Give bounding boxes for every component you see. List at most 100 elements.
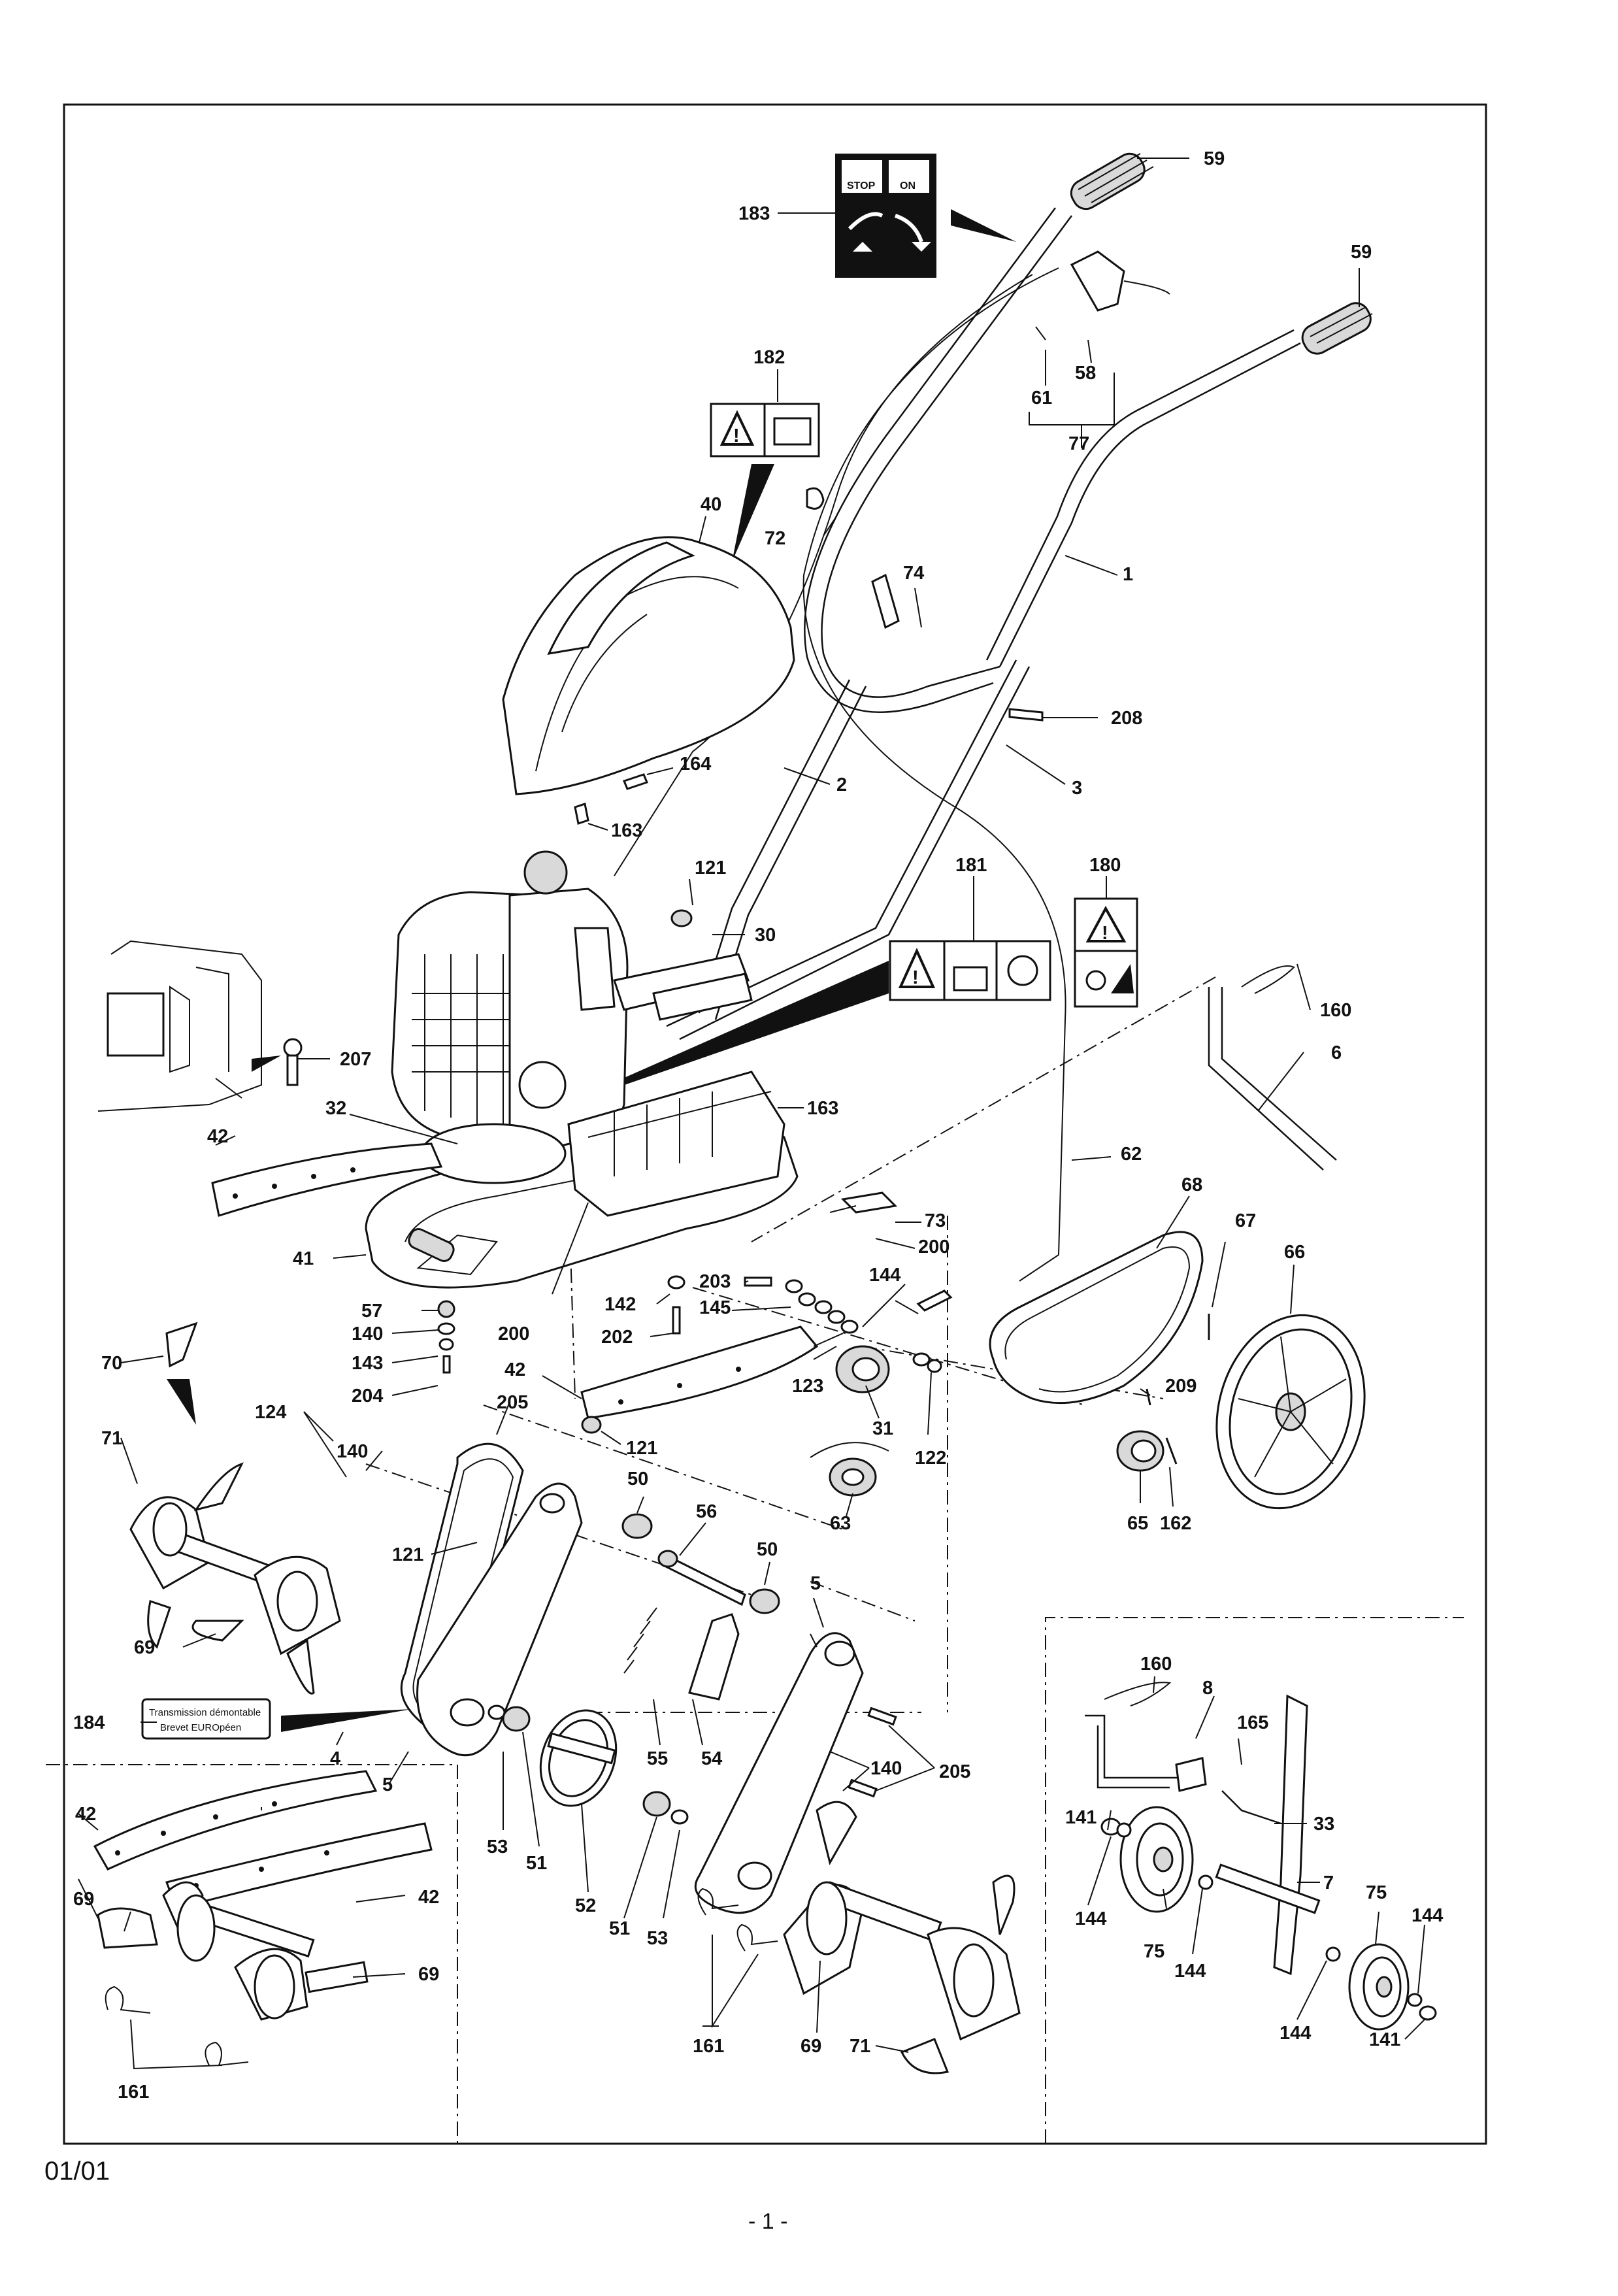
clip-160a <box>1241 965 1295 994</box>
callout-69: 69 <box>73 1889 94 1910</box>
callout-40: 40 <box>701 494 721 515</box>
tine-71-right <box>900 1874 1021 2074</box>
throttle-lever <box>1035 250 1170 341</box>
handle-tube-right-inner <box>985 329 1295 661</box>
callout-142: 142 <box>604 1294 636 1315</box>
shaft-56 <box>657 1550 746 1606</box>
callout-73: 73 <box>925 1210 946 1231</box>
callout-50: 50 <box>627 1469 648 1489</box>
callout-124: 124 <box>255 1402 286 1423</box>
inset-right-wheels <box>1085 1682 1437 2031</box>
callout-69: 69 <box>801 2036 821 2057</box>
callout-74: 74 <box>903 563 924 584</box>
engine-shaft <box>518 1061 567 1109</box>
tine-69-right <box>783 1801 942 1995</box>
callout-53: 53 <box>647 1928 668 1949</box>
belt-68 <box>989 1231 1204 1405</box>
decal-180: ! <box>1074 897 1138 1008</box>
callout-123: 123 <box>792 1376 823 1397</box>
callout-121: 121 <box>626 1438 657 1459</box>
callout-121: 121 <box>695 857 726 878</box>
manual-icon-181 <box>953 966 988 991</box>
callout-121: 121 <box>392 1544 423 1565</box>
callout-41: 41 <box>293 1248 314 1269</box>
tensioner-54-55 <box>623 1607 740 1701</box>
main-frame <box>63 103 1487 2145</box>
callout-163: 163 <box>611 820 642 841</box>
grip-59-right <box>1301 302 1373 355</box>
callout-202: 202 <box>601 1327 633 1348</box>
handle-tube-right <box>999 342 1301 667</box>
callout-66: 66 <box>1284 1242 1305 1263</box>
leader-lines <box>78 158 1425 2070</box>
callout-164: 164 <box>680 754 711 774</box>
callout-55: 55 <box>647 1748 668 1769</box>
inset-frame-right <box>1045 1617 1464 2144</box>
callout-77: 77 <box>1068 433 1089 454</box>
callout-30: 30 <box>755 925 776 946</box>
callout-209: 209 <box>1165 1376 1197 1397</box>
callout-69: 69 <box>134 1637 155 1658</box>
tine-69-left <box>191 1556 341 1695</box>
sprocket-52 <box>539 1709 618 1807</box>
shield-42-upper <box>211 1142 443 1217</box>
shield-42-lower <box>580 1325 819 1420</box>
callout-71: 71 <box>850 2036 870 2057</box>
callout-42: 42 <box>207 1126 228 1147</box>
callout-144: 144 <box>869 1265 900 1286</box>
callout-54: 54 <box>701 1748 722 1769</box>
callout-144: 144 <box>1412 1905 1443 1926</box>
date-code: 01/01 <box>44 2157 110 2186</box>
callout-6: 6 <box>1331 1042 1342 1063</box>
callout-200: 200 <box>918 1237 949 1257</box>
callout-8: 8 <box>1202 1678 1213 1699</box>
callout-42: 42 <box>504 1359 525 1380</box>
callout-208: 208 <box>1111 708 1142 729</box>
callout-4: 4 <box>330 1748 340 1769</box>
page-number: - 1 - <box>748 2209 787 2234</box>
engine-block <box>391 850 629 1171</box>
inset-frame-left <box>46 1764 458 2144</box>
callout-165: 165 <box>1237 1712 1268 1733</box>
warning-icon: ! <box>733 425 740 446</box>
callout-140: 140 <box>352 1323 383 1344</box>
callout-145: 145 <box>699 1297 731 1318</box>
pulley-66 <box>1215 1314 1366 1510</box>
callout-57: 57 <box>361 1301 382 1322</box>
callout-160: 160 <box>1140 1654 1172 1674</box>
callout-65: 65 <box>1127 1513 1148 1534</box>
callout-32: 32 <box>325 1098 346 1119</box>
callout-7: 7 <box>1323 1872 1334 1893</box>
callout-72: 72 <box>765 528 785 549</box>
callout-3: 3 <box>1072 778 1082 799</box>
bolt-207 <box>283 1038 303 1086</box>
pin-162 <box>1165 1437 1178 1465</box>
handle-tube-left-inner <box>804 207 1057 713</box>
callout-53: 53 <box>487 1837 508 1857</box>
callout-203: 203 <box>699 1271 731 1292</box>
handle-bracket-74 <box>871 573 900 629</box>
hazard-icon-180 <box>1085 970 1106 991</box>
callout-69: 69 <box>418 1964 439 1985</box>
callout-61: 61 <box>1031 388 1052 408</box>
callout-68: 68 <box>1181 1174 1202 1195</box>
callout-204: 204 <box>352 1386 383 1406</box>
clips-161-right <box>697 1888 778 1952</box>
callout-70: 70 <box>101 1353 122 1374</box>
lower-bar-3-inner <box>679 666 1031 1040</box>
engine-cover-40 <box>502 536 795 795</box>
decal-184-line2: Brevet EUROpéen <box>160 1722 241 1733</box>
callout-75: 75 <box>1144 1941 1164 1962</box>
bearings <box>487 1513 780 1825</box>
housing-5-right <box>694 1632 864 1914</box>
decal-183-stop-text: STOP <box>847 180 876 191</box>
svg-text:!: ! <box>1102 923 1108 944</box>
fuel-cap <box>523 850 568 895</box>
engine-plate-32 <box>420 1071 785 1217</box>
callout-2: 2 <box>836 774 847 795</box>
callout-200: 200 <box>498 1323 529 1344</box>
callout-161: 161 <box>693 2036 724 2057</box>
callout-5: 5 <box>382 1774 393 1795</box>
callout-75: 75 <box>1366 1882 1387 1903</box>
